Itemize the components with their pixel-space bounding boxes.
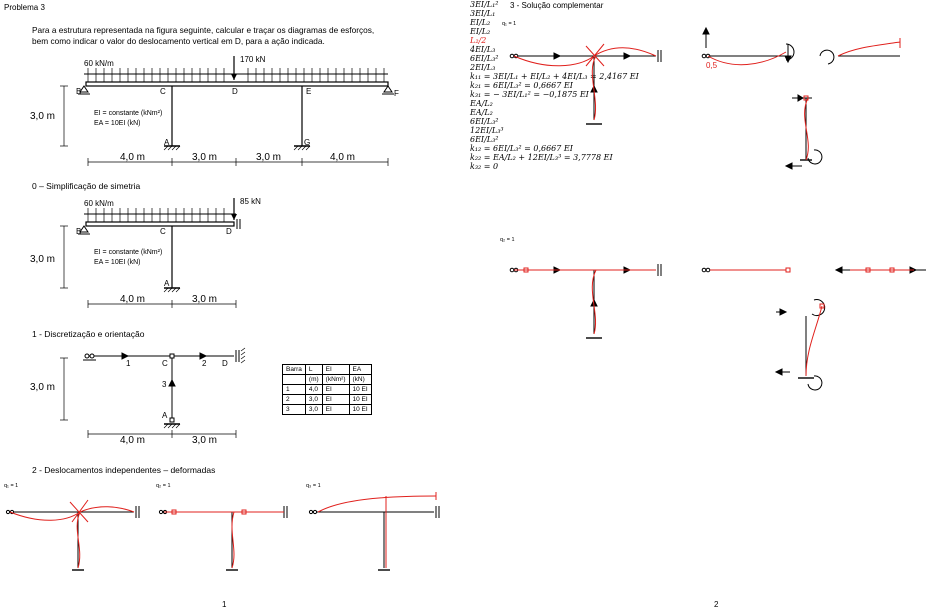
section-1-title: 1 - Discretização e orientação xyxy=(32,329,145,339)
table-row: 3 3,0 EI 10 EI xyxy=(282,404,372,415)
fig2-ei: EI = constante (kNm²) xyxy=(94,249,163,256)
label-6ei-l3-squared-bottom: 6EI/L₃² xyxy=(470,135,499,144)
q1-deformed-and-forces xyxy=(509,26,901,170)
section-0-title: 0 – Simplificação de simetria xyxy=(32,181,141,191)
fig1-node-c: C xyxy=(160,87,166,96)
fig2-point-load: 85 kN xyxy=(240,197,261,206)
label-3ei-l1: 3EI/L₁ xyxy=(470,9,496,18)
fig1-span-3: 3,0 m xyxy=(256,152,282,163)
fig2-node-b: B xyxy=(76,227,82,236)
label-l2-half: L₂/2 xyxy=(470,36,487,45)
label-3ei-l1-squared: 3EI/L₁² xyxy=(470,0,499,9)
k12-equation: k₁₂ = 6EI/L₃² = 0,6667 EI xyxy=(470,144,573,153)
page-number-1: 1 xyxy=(222,600,227,609)
fig3-height: 3,0 m xyxy=(30,382,56,393)
fig1-node-b: B xyxy=(76,87,82,96)
complementary-solution-header: 3 - Solução complementar xyxy=(510,1,604,10)
deformed-q3-label: q₃ = 1 xyxy=(306,483,321,489)
page-2: 3 - Solução complementar q₁ = 1 xyxy=(470,0,940,609)
fig2-span-2: 3,0 m xyxy=(192,294,218,305)
fig1-node-f: F xyxy=(394,89,399,98)
fig1-ei: EI = constante (kNm²) xyxy=(94,110,163,117)
fig1-height: 3,0 m xyxy=(30,111,56,122)
figure-1-structure xyxy=(60,56,394,166)
deformed-q2-label: q₂ = 1 xyxy=(156,483,171,489)
label-4ei-l3: 4EI/L₃ xyxy=(470,45,496,54)
deformed-shapes-figures xyxy=(5,492,440,571)
fig2-dist-load: 60 kN/m xyxy=(84,199,114,208)
q1-label: q₁ = 1 xyxy=(502,21,517,27)
fig2-node-c: C xyxy=(160,227,166,236)
fig1-node-d: D xyxy=(232,87,238,96)
bar-properties-table: Barra L EI EA (m) (kNm²) (kN) 1 4,0 EI 1… xyxy=(282,364,372,415)
label-ea-l2-right: EA/L₂ xyxy=(470,108,493,117)
fig2-node-d: D xyxy=(226,227,232,236)
label-ei-l2: EI/L₂ xyxy=(470,18,491,27)
k11-equation: k₁₁ = 3EI/L₁ + EI/L₂ + 4EI/L₃ = 2,4167 E… xyxy=(470,72,639,81)
fig3-span-2: 3,0 m xyxy=(192,435,218,446)
fig1-span-1: 4,0 m xyxy=(120,152,146,163)
fig3-bar-3: 3 xyxy=(162,380,167,389)
page-number-2: 2 xyxy=(714,600,719,609)
fig1-ea: EA = 10EI (kN) xyxy=(94,120,141,127)
label-12ei-l3-cubed: 12EI/L₃³ xyxy=(470,126,504,135)
intro-line-2: bem como indicar o valor do deslocamento… xyxy=(32,36,325,46)
table-cell: 3 xyxy=(282,404,306,415)
table-cell: 10 EI xyxy=(348,404,372,415)
fig3-node-a: A xyxy=(162,411,168,420)
fig3-node-d: D xyxy=(222,359,228,368)
fig2-span-1: 4,0 m xyxy=(120,294,146,305)
fig2-node-a: A xyxy=(164,279,170,288)
fig2-height: 3,0 m xyxy=(30,254,56,265)
fig1-dist-load: 60 kN/m xyxy=(84,59,114,68)
figure-2-symmetry xyxy=(60,198,241,308)
k31-equation: k₃₁ = − 3EI/L₁² = −0,1875 EI xyxy=(470,90,589,99)
k32-equation: k₃₂ = 0 xyxy=(470,162,499,171)
label-0-5: 0,5 xyxy=(706,61,718,70)
fig3-bar-1: 1 xyxy=(126,359,131,368)
fig1-node-a: A xyxy=(164,138,170,147)
deformed-q1-label: q₁ = 1 xyxy=(4,483,19,489)
fig3-bar-2: 2 xyxy=(202,359,207,368)
fig2-ea: EA = 10EI (kN) xyxy=(94,259,141,266)
fig1-span-2: 3,0 m xyxy=(192,152,218,163)
table-header-row: Barra L EI EA xyxy=(282,364,372,375)
q2-deformed-and-forces xyxy=(509,264,926,391)
label-ea-l2-left: EA/L₂ xyxy=(470,99,493,108)
page-1: Problema 3 Para a estrutura representada… xyxy=(4,3,440,609)
fig1-node-g: G xyxy=(304,138,311,147)
fig3-span-1: 4,0 m xyxy=(120,435,146,446)
fig3-node-c: C xyxy=(162,359,168,368)
fig1-point-load: 170 kN xyxy=(240,55,266,64)
figure-3-discretization xyxy=(60,347,246,438)
fig1-span-4: 4,0 m xyxy=(330,152,356,163)
label-6ei-l3-squared: 6EI/L₃² xyxy=(470,54,499,63)
q2-label: q₂ = 1 xyxy=(500,237,515,243)
label-2ei-l3: 2EI/L₃ xyxy=(470,63,496,72)
k22-equation: k₂₂ = EA/L₂ + 12EI/L₃³ = 3,7778 EI xyxy=(470,153,613,162)
section-2-title: 2 - Deslocamentos independentes – deform… xyxy=(32,465,216,475)
k21-equation: k₂₁ = 6EI/L₃² = 0,6667 EI xyxy=(470,81,573,90)
label-6ei-l3-squared-top: 6EI/L₃² xyxy=(470,117,499,126)
intro-line-1: Para a estrutura representada na figura … xyxy=(32,25,375,35)
fig1-node-e: E xyxy=(306,87,312,96)
problem-header: Problema 3 xyxy=(4,3,45,12)
label-ei-l2-b: EI/L₂ xyxy=(470,27,491,36)
